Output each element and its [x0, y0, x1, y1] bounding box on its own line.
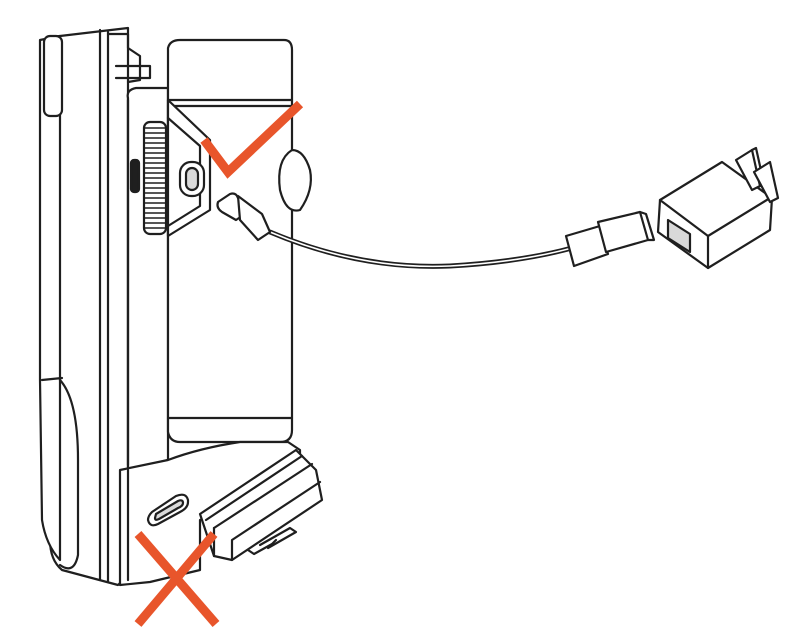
- correct-usb-c-port-icon: [178, 160, 206, 198]
- usb-a-plug-icon: [564, 210, 656, 268]
- cross-mark-icon: [134, 531, 220, 627]
- usb-c-to-usb-a-cable-icon: [216, 192, 656, 269]
- check-mark-icon: [200, 100, 304, 179]
- power-adapter-icon: [656, 146, 780, 270]
- usb-c-plug-icon: [216, 192, 272, 242]
- incorrect-usb-c-port-icon: [146, 493, 190, 527]
- gimbal-device-icon: [38, 26, 324, 587]
